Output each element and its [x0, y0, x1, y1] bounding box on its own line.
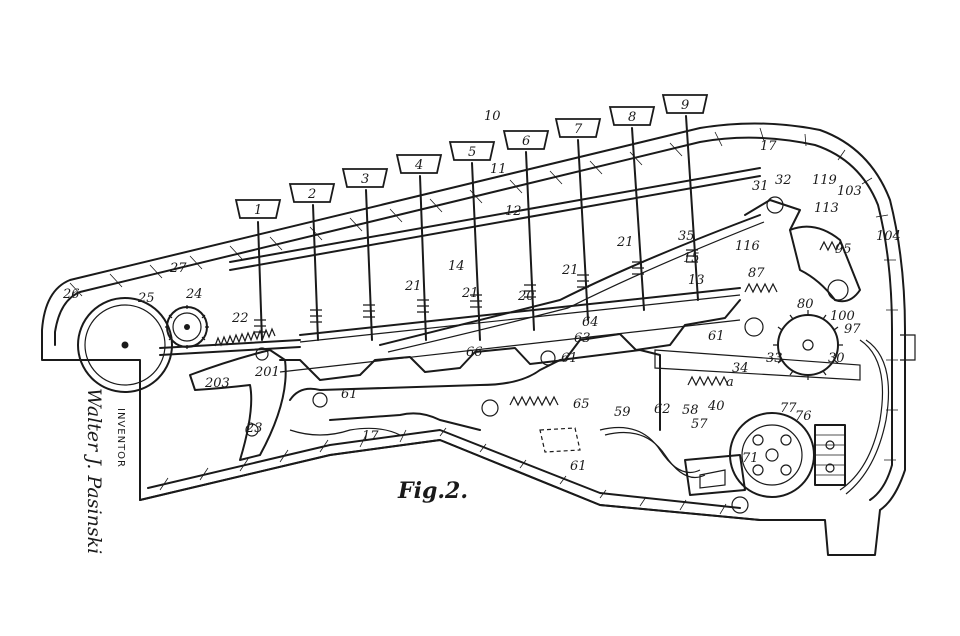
key-5[interactable]: [448, 141, 496, 341]
key-label-1: 1: [254, 203, 262, 218]
key-3[interactable]: [341, 168, 389, 341]
ref-26: 26: [62, 287, 80, 302]
ref-116: 116: [735, 239, 760, 254]
ref-21-c: 21: [461, 286, 479, 301]
ref-11: 11: [490, 162, 507, 177]
ref-21-b: 21: [404, 279, 422, 294]
ref-17-bottom: 17: [362, 429, 379, 444]
reference-numerals: 1 2 3 4 5 6 7 8 9 10 11 12 17 31 32 119 …: [62, 98, 901, 474]
ref-103: 103: [837, 184, 862, 199]
ref-100: 100: [830, 309, 855, 324]
ref-66: 66: [466, 345, 483, 360]
key-label-6: 6: [522, 134, 530, 149]
rack: [159, 327, 301, 356]
ref-65: 65: [573, 397, 590, 412]
ref-34: 34: [732, 361, 749, 376]
key-4[interactable]: [395, 154, 443, 341]
inventor-block: INVENTOR: [115, 408, 126, 468]
ref-87: 87: [748, 266, 765, 281]
ref-17-top: 17: [760, 139, 777, 154]
springs: [509, 240, 845, 407]
ref-20: 20: [517, 289, 535, 304]
ref-61-b: 61: [561, 351, 578, 366]
ref-63: 63: [574, 331, 591, 346]
ref-61-a: 61: [341, 387, 358, 402]
ref-10: 10: [484, 109, 501, 124]
motor: [684, 412, 846, 514]
ref-25: 25: [137, 291, 155, 306]
ref-76: 76: [795, 409, 812, 424]
ref-80: 80: [797, 297, 814, 312]
ref-61-c: 61: [708, 329, 725, 344]
ref-33: 33: [766, 351, 783, 366]
ref-21-a: 21: [616, 235, 634, 250]
ref-113: 113: [814, 201, 839, 216]
ref-24: 24: [185, 287, 203, 302]
ref-62: 62: [654, 402, 671, 417]
ref-22: 22: [231, 311, 249, 326]
ref-23: 23: [245, 421, 263, 436]
ref-104: 104: [876, 229, 901, 244]
ref-201: 201: [254, 365, 280, 380]
ref-77: 77: [780, 401, 797, 416]
ref-21-d: 21: [561, 263, 579, 278]
ref-71: 71: [742, 451, 759, 466]
ref-61-d: 61: [570, 459, 587, 474]
ref-119: 119: [812, 173, 837, 188]
ref-57: 57: [691, 417, 708, 432]
ref-15-a: 15: [683, 251, 700, 266]
slide-bars: [279, 214, 765, 381]
key-label-9: 9: [681, 98, 689, 113]
key-row: [234, 94, 709, 341]
key-label-7: 7: [574, 122, 583, 137]
ref-32: 32: [775, 173, 792, 188]
rear-mechanism: [654, 196, 861, 381]
ref-12: 12: [505, 204, 522, 219]
drive-wheel: [77, 297, 173, 393]
ref-35: 35: [678, 229, 695, 244]
key-2[interactable]: [288, 183, 336, 341]
housing: [41, 122, 906, 556]
key-label-5: 5: [468, 145, 476, 160]
ref-27: 27: [169, 261, 187, 276]
ref-40: 40: [707, 399, 725, 414]
key-1[interactable]: [234, 199, 282, 341]
ref-95: 95: [835, 242, 852, 257]
inventor-name: Walter J. Pasinski: [83, 388, 105, 554]
ref-30: 30: [828, 351, 845, 366]
key-label-2: 2: [307, 187, 316, 202]
key-8[interactable]: [608, 106, 656, 311]
key-label-3: 3: [361, 172, 369, 187]
ref-97: 97: [844, 322, 861, 337]
key-label-4: 4: [414, 158, 423, 173]
ref-31: 31: [752, 179, 769, 194]
ref-14: 14: [448, 259, 465, 274]
lever: [189, 347, 287, 461]
key-9[interactable]: [661, 94, 709, 301]
lower-linkage: [289, 349, 661, 436]
wiring: [539, 334, 916, 495]
ref-a: a: [726, 375, 734, 390]
ref-64: 64: [582, 315, 599, 330]
figure-title: Fig.2.: [397, 478, 468, 504]
ref-13: 13: [688, 273, 705, 288]
key-label-8: 8: [628, 110, 636, 125]
key-frame-plate: [229, 167, 761, 271]
ref-58: 58: [682, 403, 699, 418]
ref-59: 59: [614, 405, 631, 420]
ref-203: 203: [204, 376, 230, 391]
key-6[interactable]: [502, 130, 550, 331]
key-7[interactable]: [554, 118, 602, 321]
inventor-signature: Walter J. Pasinski: [83, 388, 105, 554]
inventor-heading: INVENTOR: [115, 408, 126, 468]
